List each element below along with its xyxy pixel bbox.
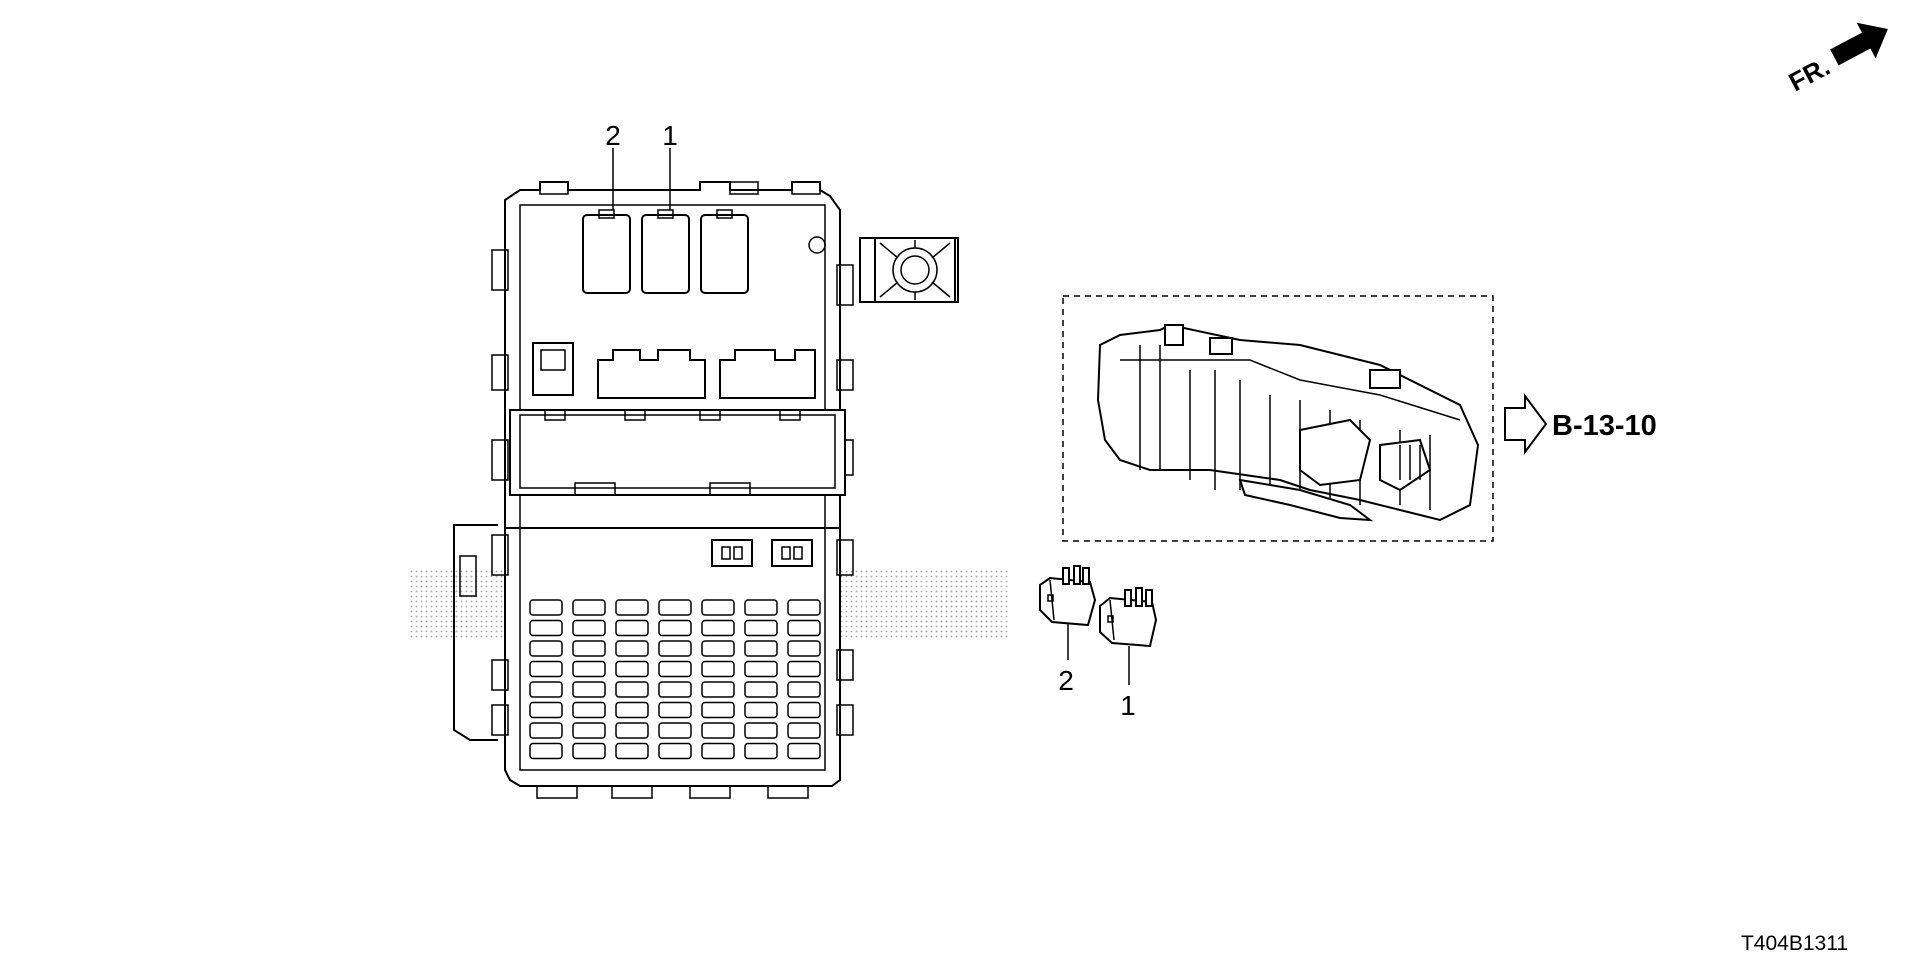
fuse-slot xyxy=(572,701,606,719)
fuse-slot xyxy=(787,660,821,678)
fuse-slot xyxy=(744,681,778,698)
fuse-slot xyxy=(744,701,778,719)
connector-right xyxy=(719,349,816,399)
fuse-slot xyxy=(658,640,692,657)
relay-socket-2 xyxy=(582,214,631,294)
fuse-slot xyxy=(658,722,692,739)
fuse-slot xyxy=(572,660,606,678)
connector-mid xyxy=(597,349,706,399)
fuse-slot xyxy=(787,681,821,698)
fuse-slot xyxy=(572,681,606,698)
fuse-slot xyxy=(615,722,649,739)
relay-socket-3 xyxy=(700,214,749,294)
fuse-slot xyxy=(615,640,649,657)
fuse-slot xyxy=(744,599,778,616)
fuse-slot xyxy=(701,681,735,698)
relay-socket-1 xyxy=(641,214,690,294)
callout-fuse-box-relay-1: 1 xyxy=(662,120,678,151)
fuse-slot xyxy=(701,701,735,719)
fuse-slot xyxy=(529,722,563,739)
fuse-slot xyxy=(572,599,606,616)
fuse-slot xyxy=(787,619,821,637)
fuse-slot xyxy=(572,640,606,657)
square-connector xyxy=(859,237,959,303)
fuse-slot xyxy=(529,701,563,719)
control-unit-assembly xyxy=(1096,323,1480,522)
drawing-code: T404B1311 xyxy=(1741,932,1848,955)
fuse-slot xyxy=(701,599,735,616)
fuse-slot xyxy=(701,640,735,657)
fuse-slot xyxy=(615,701,649,719)
fuse-slot xyxy=(529,681,563,698)
fuse-slot xyxy=(615,660,649,678)
callout-loose-relay-1: 1 xyxy=(1120,690,1136,721)
fuse-slot xyxy=(529,660,563,678)
fuse-slot xyxy=(787,599,821,616)
fuse-slot xyxy=(744,742,778,760)
wide-connector xyxy=(509,409,846,496)
relay-1 xyxy=(1099,587,1158,685)
fuse-slot xyxy=(529,640,563,657)
fuse-slot xyxy=(787,722,821,739)
fuse-slot xyxy=(744,640,778,657)
fuse-slot xyxy=(701,619,735,637)
fuse-slot xyxy=(787,742,821,760)
reference-label: B-13-10 xyxy=(1552,410,1657,442)
reference-arrow-icon xyxy=(1504,393,1548,455)
direction-label: FR. xyxy=(1784,51,1835,97)
fuse-slot xyxy=(701,660,735,678)
fuse-slot xyxy=(572,722,606,739)
fuse-slot xyxy=(658,701,692,719)
fuse-slot xyxy=(701,742,735,760)
callout-loose-relay-2: 2 xyxy=(1058,665,1074,696)
front-direction-indicator: FR. xyxy=(1784,22,1888,97)
fuse-slot xyxy=(658,681,692,698)
fuse-slot xyxy=(572,742,606,760)
fuse-slot xyxy=(658,660,692,678)
fuse-box xyxy=(453,181,959,799)
fuse-slot xyxy=(572,619,606,637)
fuse-slot xyxy=(744,660,778,678)
fuse-slot xyxy=(744,619,778,637)
fuse-slot xyxy=(787,701,821,719)
fuse-slot xyxy=(615,619,649,637)
callout-fuse-box-relay-2: 2 xyxy=(605,120,621,151)
fuse-slot xyxy=(529,742,563,760)
fuse-slot xyxy=(615,681,649,698)
fuse-slot xyxy=(615,599,649,616)
connector-small xyxy=(532,342,574,396)
fuse-slot xyxy=(658,599,692,616)
fuse-slot xyxy=(615,742,649,760)
detail-frame xyxy=(1062,295,1494,542)
fuse-slot xyxy=(529,619,563,637)
fuse-slot xyxy=(529,599,563,616)
relay-2 xyxy=(1039,565,1097,660)
fuse-grid xyxy=(529,599,821,760)
fuse-slot xyxy=(701,722,735,739)
fuse-slot xyxy=(744,722,778,739)
fuse-slot xyxy=(658,619,692,637)
front-arrow-icon xyxy=(1830,22,1888,66)
fuse-slot xyxy=(787,640,821,657)
fuse-slot xyxy=(658,742,692,760)
